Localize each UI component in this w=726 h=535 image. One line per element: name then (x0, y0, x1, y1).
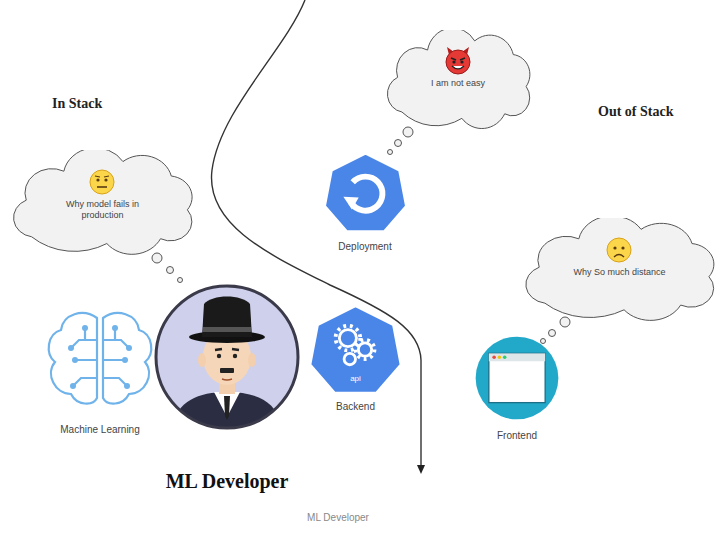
region-label: In Stack (52, 96, 102, 112)
icon-node: apiBackend (305, 302, 406, 412)
cloud-text: I am not easy (413, 78, 503, 89)
cloud-text: Why model fails in production (46, 199, 159, 221)
emoji-face (87, 167, 117, 201)
ml-icon (35, 300, 165, 420)
region-label: Out of Stack (598, 104, 673, 120)
thought-cloud: I am not easy (383, 30, 533, 132)
icon-node: Frontend (469, 334, 565, 441)
emoji-face (604, 235, 634, 269)
emoji-face (443, 46, 473, 80)
avatar-icon (152, 282, 302, 432)
cloud-text: Why So much distance (560, 267, 679, 278)
icon-inner-text: api (308, 374, 403, 383)
icon-label: Frontend (469, 430, 565, 441)
thought-cloud: Why model fails in production (8, 150, 196, 258)
icon-label: Deployment (317, 241, 413, 252)
frontend-icon (473, 334, 561, 422)
icon-node: Deployment (317, 150, 413, 252)
icon-label: Machine Learning (29, 424, 171, 435)
deploy-icon (323, 150, 408, 235)
developer-name: ML Developer (149, 470, 305, 493)
icon-node: Machine Learning (29, 300, 171, 435)
figure-caption: ML Developer (0, 512, 726, 523)
icon-node: ML Developer (149, 282, 305, 493)
thought-cloud: Why So much distance (520, 218, 718, 324)
icon-label: Backend (305, 401, 406, 412)
